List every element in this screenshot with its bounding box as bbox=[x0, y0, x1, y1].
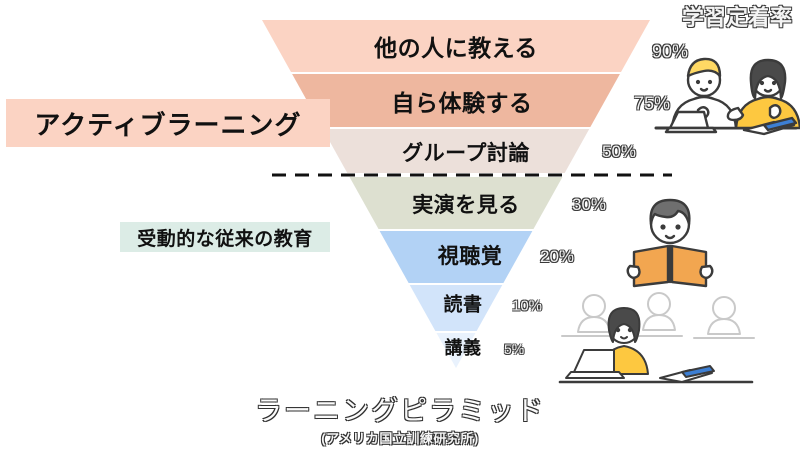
two-people-teaching-icon bbox=[654, 57, 800, 136]
callout-active-learning: アクティブラーニング bbox=[6, 99, 330, 147]
pyramid-band bbox=[436, 333, 476, 368]
retention-percentage: 10% bbox=[512, 297, 543, 315]
band-label: 視聴覚 bbox=[437, 245, 503, 268]
retention-percentage: 20% bbox=[540, 247, 575, 266]
retention-percentage: 90% bbox=[652, 41, 689, 62]
band-label: 講義 bbox=[444, 338, 482, 358]
retention-percentage: 30% bbox=[572, 195, 607, 214]
pyramid-band bbox=[409, 285, 503, 331]
pyramid-band bbox=[292, 74, 620, 127]
band-label: グループ討論 bbox=[402, 142, 530, 165]
retention-rate-header: 学習定着率 bbox=[681, 5, 792, 30]
pyramid-band bbox=[322, 129, 590, 173]
retention-percentage: 50% bbox=[602, 142, 637, 161]
lecture-classroom-icon bbox=[558, 292, 755, 384]
diagram-title: ラーニングピラミッド bbox=[255, 396, 545, 426]
pyramid-band bbox=[349, 177, 563, 229]
person-reading-book-icon bbox=[626, 198, 714, 288]
callout-passive-education: 受動的な従来の教育 bbox=[120, 222, 330, 252]
band-label: 他の人に教える bbox=[374, 35, 538, 61]
retention-percentage: 5% bbox=[504, 341, 525, 357]
band-label: 実演を見る bbox=[412, 194, 520, 217]
band-label: 読書 bbox=[443, 294, 483, 316]
pyramid-band bbox=[262, 20, 650, 72]
diagram-source: (アメリカ国立訓練研究所) bbox=[321, 431, 479, 446]
pyramid-band bbox=[379, 231, 533, 283]
retention-percentage: 75% bbox=[634, 93, 671, 114]
band-label: 自ら体験する bbox=[391, 90, 533, 116]
